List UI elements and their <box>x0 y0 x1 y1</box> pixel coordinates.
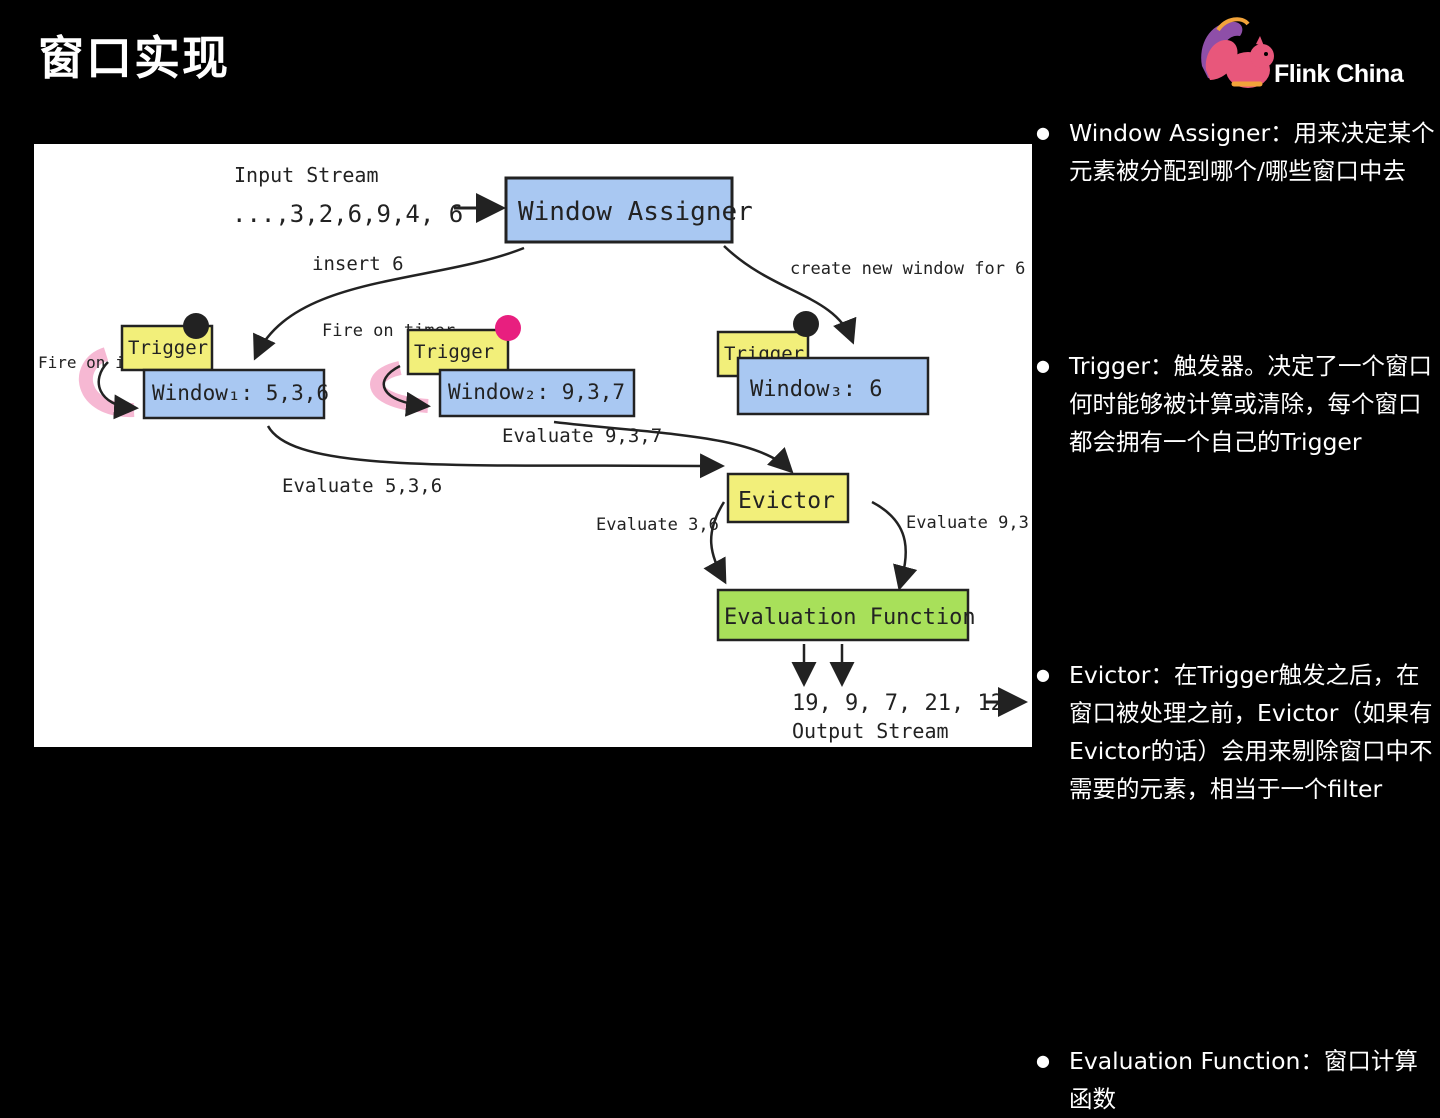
window-implementation-diagram: Input Stream ...,3,2,6,9,4, 6 Window Ass… <box>34 144 1032 747</box>
output-stream-label: Output Stream <box>792 719 949 743</box>
squirrel-logo-icon <box>1201 17 1274 88</box>
window-2-box <box>438 368 636 418</box>
trigger-1-label: Trigger <box>128 337 208 359</box>
window-assigner-box <box>504 176 734 244</box>
bullet-evaluation-function: Evaluation Function：窗口计算函数 <box>1036 1042 1436 1118</box>
trigger-2-label: Trigger <box>414 341 494 363</box>
create-new-window-label: create new window for 6 <box>790 259 1025 279</box>
evaluate-36-arrow <box>703 501 727 585</box>
input-stream-label: Input Stream <box>234 163 379 187</box>
window-1-label: Window₁: 5,3,6 <box>152 381 329 405</box>
timer-1-icon <box>183 313 209 339</box>
trigger-2-box <box>406 328 510 376</box>
timer-3-icon <box>793 311 819 337</box>
evictor-label: Evictor <box>738 488 835 514</box>
window-assigner-label: Window Assigner <box>518 197 753 227</box>
insert-label: insert 6 <box>312 253 404 275</box>
create-new-window-text: create new window for 6 <box>790 259 1025 279</box>
slide-title: 窗口实现 <box>38 31 230 85</box>
logo-text: Flink China <box>1274 60 1404 88</box>
window-2-label: Window₂: 9,3,7 <box>448 380 625 404</box>
output-values: 19, 9, 7, 21, 12 <box>792 691 1004 716</box>
evaluate-36-label: Evaluate 3,6 <box>596 515 719 535</box>
create-window-arrow <box>723 245 857 345</box>
timer-2-icon <box>495 315 521 341</box>
window-3-label: Window₃: 6 <box>750 377 882 402</box>
evaluation-function-box <box>716 588 970 642</box>
evictor-box <box>726 472 850 524</box>
window-1-box <box>142 368 326 420</box>
evaluate-937-arrow <box>553 420 794 474</box>
evaluate-536-label: Evaluate 5,3,6 <box>282 475 442 497</box>
bullet-evictor: Evictor：在Trigger触发之后，在窗口被处理之前，Evictor（如果… <box>1036 656 1436 808</box>
evaluate-536-arrow <box>266 425 725 479</box>
evaluate-937-top-label: Evaluate 9,3,7 <box>502 425 662 447</box>
evaluate-937-right-label: Evaluate 9,3,7 <box>906 513 1032 533</box>
fire-timer-arrow <box>382 364 431 417</box>
bullet-list: Window Assigner：用来决定某个元素被分配到哪个/哪些窗口中去 Tr… <box>1036 114 1436 1113</box>
insert-arrow <box>253 246 525 361</box>
flink-china-logo: Flink China <box>1196 14 1428 96</box>
window-3-box <box>736 356 930 416</box>
bullet-trigger: Trigger：触发器。决定了一个窗口何时能够被计算或清除，每个窗口都会拥有一个… <box>1036 347 1436 461</box>
evaluate-937-right-arrow <box>871 500 918 591</box>
bullet-window-assigner: Window Assigner：用来决定某个元素被分配到哪个/哪些窗口中去 <box>1036 114 1436 190</box>
evaluation-function-label: Evaluation Function <box>724 605 976 630</box>
input-values: ...,3,2,6,9,4, 6 <box>232 200 463 228</box>
fire-insert-arrow <box>97 361 139 420</box>
